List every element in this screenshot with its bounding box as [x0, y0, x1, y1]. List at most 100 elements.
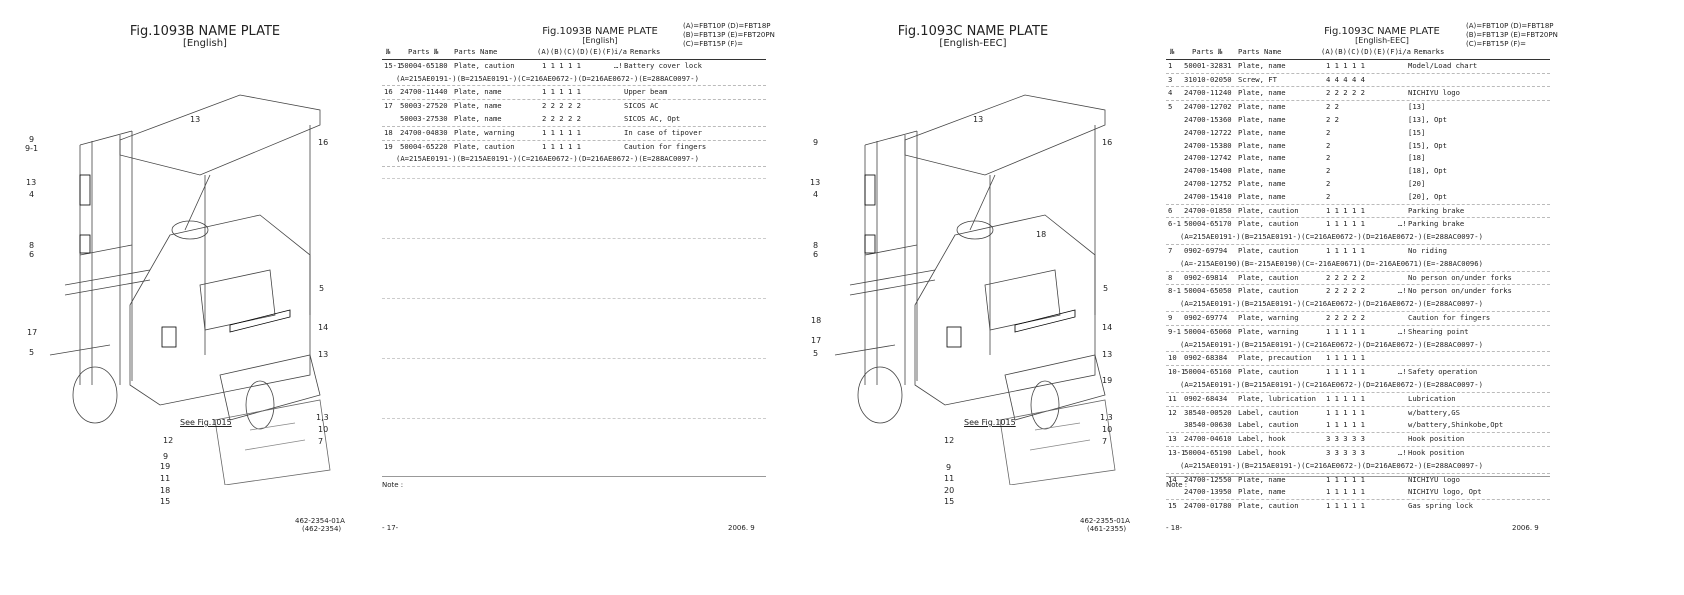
- cell-pn: 38540-00520: [1184, 407, 1232, 417]
- cell-pn: 50004-65050: [1184, 286, 1232, 296]
- cell-q: 1 1 1 1 1: [1326, 367, 1365, 377]
- cell-pn: 50004-65060: [1184, 326, 1232, 336]
- cell-rem: Model/Load chart: [1408, 60, 1478, 70]
- cell-q: 3 3 3 3 3: [1326, 434, 1365, 444]
- cell-no: 8: [1168, 272, 1173, 282]
- cell-no: 15-1: [384, 60, 402, 70]
- cell-rem: NICHIYU logo, Opt: [1408, 487, 1482, 497]
- cell-rem: Hook position: [1408, 447, 1465, 457]
- cell-name: Plate, name: [1238, 88, 1286, 98]
- cell-rem: Gas spring lock: [1408, 501, 1473, 511]
- cell-pn: 0902-69794: [1184, 245, 1228, 255]
- callout-label: 12: [944, 436, 955, 445]
- cell-rem: w/battery,GS: [1408, 407, 1460, 417]
- cell-q: 1 1 1 1 1: [1326, 353, 1365, 363]
- callout-label: 18: [811, 316, 822, 325]
- cell-rem: w/battery,Shinkobe,Opt: [1408, 420, 1504, 430]
- parts-table: № Parts № Parts Name (A)(B)(C)(D)(E)(F) …: [1166, 46, 1550, 513]
- cell-q: 1 1 1 1 1: [542, 60, 581, 70]
- cell-pn: 0902-69814: [1184, 272, 1228, 282]
- forklift-drawing: [805, 55, 1135, 485]
- cell-q: 2 2 2 2 2: [1326, 88, 1365, 98]
- cell-name: Label, caution: [1238, 420, 1299, 430]
- cell-pn: 50001-32831: [1184, 60, 1232, 70]
- see-figure-reference: See Fig.1015: [964, 418, 1016, 427]
- cell-pn: 50004-65220: [400, 141, 448, 151]
- cell-q: 4 4 4 4 4: [1326, 74, 1365, 84]
- callout-label: 9: [946, 463, 952, 472]
- cell-rem: [18]: [1408, 153, 1426, 163]
- cell-pn: 24700-01850: [1184, 205, 1232, 215]
- cell-q: 1 1 1 1 1: [1326, 245, 1365, 255]
- cell-name: Plate, warning: [1238, 326, 1299, 336]
- parts-table: № Parts № Parts Name (A)(B)(C)(D)(E)(F) …: [382, 46, 766, 168]
- cell-rem: [18], Opt: [1408, 166, 1447, 176]
- cell-q: 2 2: [1326, 102, 1339, 112]
- cell-no: 7: [1168, 245, 1173, 255]
- callout-label: 1,3: [316, 413, 329, 422]
- cell-name: Plate, name: [1238, 166, 1286, 176]
- drawing-code-alt: (461-2355): [1087, 525, 1127, 533]
- cell-name: Plate, warning: [454, 127, 515, 137]
- cell-no: 10-1: [1168, 367, 1186, 377]
- callout-label: 4: [29, 190, 35, 199]
- cell-ia: …!: [1398, 286, 1407, 296]
- cell-q: 1 1 1 1 1: [1326, 219, 1365, 229]
- cell-q: 1 1 1 1 1: [1326, 326, 1365, 336]
- cell-rem: [13]: [1408, 102, 1426, 112]
- cell-rem: [20], Opt: [1408, 191, 1447, 201]
- cell-serial: (A=215AE0191-)(B=215AE0191-)(C=216AE0672…: [1180, 379, 1483, 389]
- callout-label: 7: [318, 437, 324, 446]
- callout-label: 9: [29, 135, 35, 144]
- cell-no: 14: [1168, 474, 1177, 484]
- cell-name: Plate, caution: [1238, 219, 1299, 229]
- cell-q: 1 1 1 1 1: [542, 141, 581, 151]
- cell-name: Plate, caution: [1238, 367, 1299, 377]
- callout-label: 19: [160, 462, 171, 471]
- model-legend: (A)=FBT10P (D)=FBT18P (B)=FBT13P (E)=FBT…: [1466, 22, 1558, 48]
- cell-name: Plate, name: [454, 113, 502, 123]
- cell-name: Plate, warning: [1238, 312, 1299, 322]
- callout-label: 5: [813, 349, 819, 358]
- callout-label: 13: [190, 115, 201, 124]
- callout-label: 10: [1102, 425, 1113, 434]
- callout-label: 14: [1102, 323, 1113, 332]
- cell-q: 1 1 1 1 1: [1326, 474, 1365, 484]
- cell-q: 1 1 1 1 1: [1326, 501, 1365, 511]
- cell-q: 1 1 1 1 1: [1326, 393, 1365, 403]
- cell-q: 1 1 1 1 1: [1326, 60, 1365, 70]
- cell-pn: 24700-12752: [1184, 178, 1232, 188]
- cell-pn: 24700-12742: [1184, 153, 1232, 163]
- cell-pn: 50004-65180: [400, 60, 448, 70]
- cell-no: 13-1: [1168, 447, 1186, 457]
- callout-label: 20: [944, 486, 955, 495]
- callout-label: 14: [318, 323, 329, 332]
- cell-pn: 24700-12550: [1184, 474, 1232, 484]
- cell-rem: No riding: [1408, 245, 1447, 255]
- table-subtitle: [English-EEC]: [1355, 36, 1409, 45]
- callout-label: 9-1: [25, 144, 39, 153]
- cell-pn: 50003-27520: [400, 101, 448, 111]
- cell-name: Plate, name: [1238, 191, 1286, 201]
- cell-q: 1 1 1 1 1: [1326, 407, 1365, 417]
- callout-label: 8: [813, 241, 819, 250]
- callout-label: 16: [318, 138, 329, 147]
- cell-pn: 24700-12702: [1184, 102, 1232, 112]
- table-header: № Parts № Parts Name (A)(B)(C)(D)(E)(F) …: [382, 46, 766, 60]
- callout-label: 6: [813, 250, 819, 259]
- callout-label: 8: [29, 241, 35, 250]
- date-label: 2006. 9: [1512, 524, 1539, 532]
- cell-no: 5: [1168, 102, 1173, 112]
- cell-name: Plate, name: [454, 87, 502, 97]
- callout-label: 1,3: [1100, 413, 1113, 422]
